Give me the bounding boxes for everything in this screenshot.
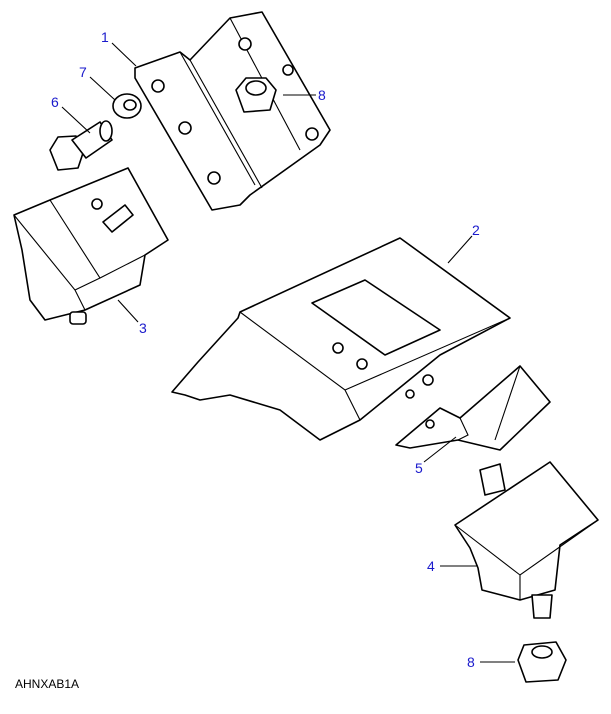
callout-2: 2 [472,222,480,238]
part-6-bolt[interactable] [49,120,113,171]
part-2-mounting-plate[interactable] [171,237,511,441]
callout-3: 3 [139,320,147,336]
callout-4: 4 [427,558,435,574]
part-8-nut-upper[interactable] [235,77,277,113]
leader-lines [61,42,515,663]
part-5-heat-shield[interactable] [395,365,551,451]
part-1-bracket[interactable] [134,11,331,211]
part-3-rubber-mounting[interactable] [13,167,169,325]
callout-7: 7 [79,64,87,80]
callout-5: 5 [415,460,423,476]
reference-code: AHNXAB1A [15,677,79,691]
callout-8-lower: 8 [467,654,475,670]
callout-1: 1 [101,29,109,45]
part-4-rubber-mounting[interactable] [454,461,599,619]
part-8-nut-lower[interactable] [517,641,567,683]
callout-8-upper: 8 [318,87,326,103]
callout-6: 6 [51,94,59,110]
part-7-washer[interactable] [112,93,142,119]
